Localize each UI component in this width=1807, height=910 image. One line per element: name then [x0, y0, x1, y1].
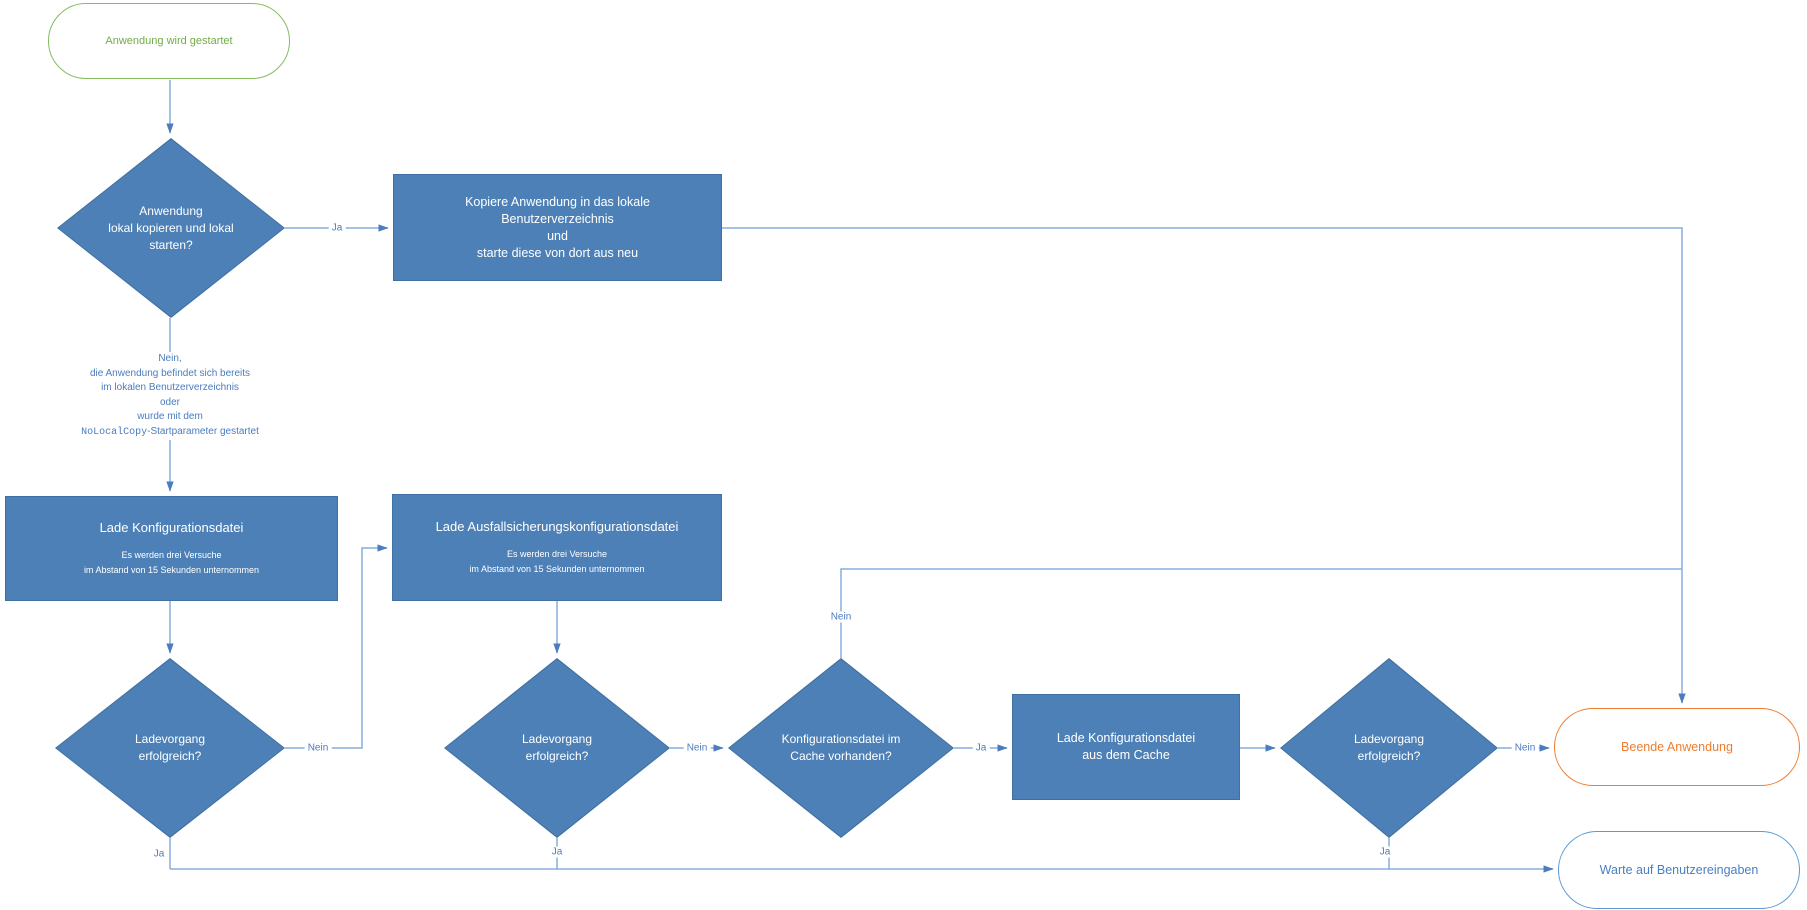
annotation-no-local-copy: Nein, die Anwendung befindet sich bereit… [30, 352, 310, 440]
decision-cache-available: Konfigurationsdatei im Cache vorhanden? [728, 658, 954, 838]
decision-load-ok-2-label: Ladevorgang erfolgreich? [521, 732, 593, 763]
decision-local-copy: Anwendung lokal kopieren und lokal start… [57, 138, 285, 318]
start-node-label: Anwendung wird gestartet [105, 35, 233, 47]
annotation-line: wurde mit dem [137, 411, 203, 422]
annotation-line: die Anwendung befindet sich bereits [89, 367, 251, 379]
decision-load-ok-3-label: Ladevorgang erfolgreich? [1353, 732, 1425, 763]
process-load-failover-config-subtitle: Es werden drei Versuche im Abstand von 1… [469, 549, 645, 574]
start-node: Anwendung wird gestartet [48, 3, 290, 79]
edge-label-ja: Ja [328, 222, 346, 234]
end-exit-label: Beende Anwendung [1621, 740, 1733, 754]
edge-label-nein: Nein [827, 611, 855, 623]
end-wait-node: Warte auf Benutzereingaben [1558, 831, 1800, 909]
edge-label-nein: Nein [304, 742, 332, 754]
annotation-line: im lokalen Benutzerverzeichnis [101, 382, 239, 393]
decision-load-ok-3: Ladevorgang erfolgreich? [1280, 658, 1498, 838]
process-copy-app: Kopiere Anwendung in das lokale Benutzer… [393, 174, 722, 281]
end-wait-label: Warte auf Benutzereingaben [1599, 863, 1759, 877]
process-load-failover-config: Lade Ausfallsicherungskonfigurationsdate… [392, 494, 722, 601]
edge-label-ja: Ja [548, 846, 566, 858]
decision-load-ok-1: Ladevorgang erfolgreich? [55, 658, 285, 838]
decision-load-ok-1-label: Ladevorgang erfolgreich? [134, 732, 206, 763]
edge-label-nein: Nein [683, 742, 711, 754]
process-load-config: Lade Konfigurationsdatei Es werden drei … [5, 496, 338, 601]
edge-label-nein: Nein [1511, 742, 1539, 754]
annotation-line-code: NoLocalCopy-Startparameter gestartet [30, 425, 310, 441]
end-exit-node: Beende Anwendung [1554, 708, 1800, 786]
process-load-config-title: Lade Konfigurationsdatei [99, 520, 244, 535]
edge-label-ja: Ja [1376, 846, 1394, 858]
decision-load-ok-2: Ladevorgang erfolgreich? [444, 658, 670, 838]
process-load-from-cache: Lade Konfigurationsdatei aus dem Cache [1012, 694, 1240, 800]
annotation-line: oder [159, 396, 180, 408]
edge-label-ja: Ja [150, 848, 168, 860]
edge-cache-nein-to-exit [840, 568, 1682, 658]
process-load-config-subtitle: Es werden drei Versuche im Abstand von 1… [83, 550, 260, 575]
edge-label-ja: Ja [972, 742, 990, 754]
annotation-line: Nein, [158, 353, 182, 364]
decision-cache-available-label: Konfigurationsdatei im Cache vorhanden? [781, 732, 901, 763]
edge-copy-process-to-exit [722, 227, 1686, 704]
nolocalcopy-parameter: NoLocalCopy [81, 426, 148, 438]
decision-local-copy-label: Anwendung lokal kopieren und lokal start… [108, 203, 234, 252]
process-load-failover-config-title: Lade Ausfallsicherungskonfigurationsdate… [435, 519, 679, 534]
annotation-line-code-rest: -Startparameter gestartet [147, 425, 259, 437]
